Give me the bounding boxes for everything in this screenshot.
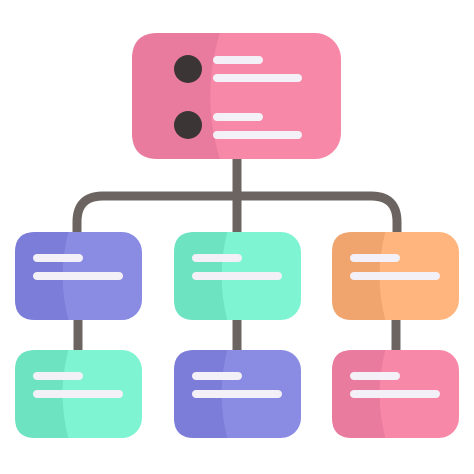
root-dot-1 bbox=[174, 55, 202, 83]
node-2-2-green-node bbox=[174, 232, 301, 320]
connector-branch bbox=[72, 191, 402, 245]
root-card bbox=[132, 33, 341, 159]
connector-lines bbox=[72, 145, 402, 363]
node-2-3-orange-node bbox=[332, 232, 459, 320]
root-dot-2 bbox=[174, 111, 202, 139]
root-node bbox=[132, 33, 341, 159]
child-nodes bbox=[15, 232, 459, 438]
node-3-3-pink-node bbox=[332, 350, 459, 438]
root-card-shade bbox=[132, 33, 220, 159]
node-3-1-green-node bbox=[15, 350, 142, 438]
node-3-2-blue-node bbox=[174, 350, 301, 438]
node-2-1-blue-node bbox=[15, 232, 142, 320]
